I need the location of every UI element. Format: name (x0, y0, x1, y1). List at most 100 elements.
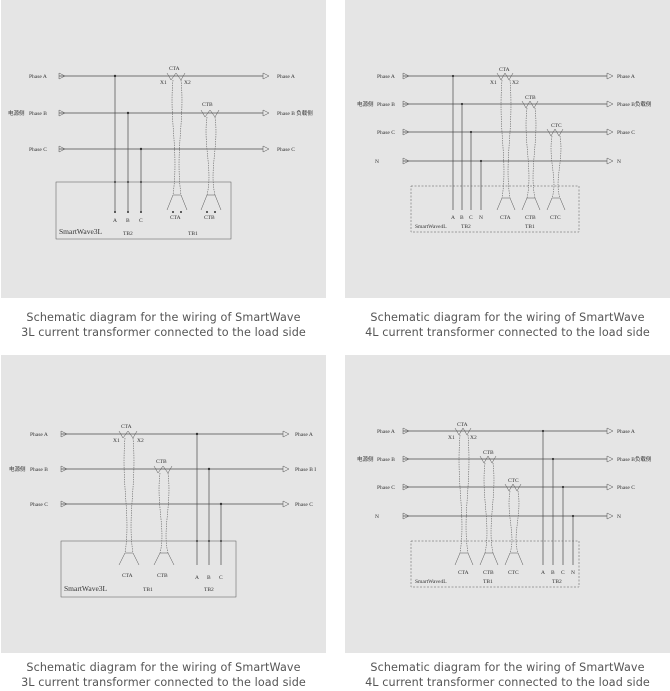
cta-bottom-label: CTA (458, 570, 469, 576)
ctc-bottom-label: CTC (550, 215, 561, 221)
ctb-top-label: CTB (202, 102, 213, 108)
terminal-a: A (113, 218, 117, 224)
phase-a-left-label: Phase A (30, 432, 48, 438)
cta-bottom-label: CTA (170, 215, 181, 221)
phase-b-left-label: Phase B (30, 467, 48, 473)
caption-2: Schematic diagram for the wiring of Smar… (345, 310, 670, 340)
wiring-diagram-4l-load-side: Phase A 电源侧 Phase B Phase C N Phase A Ph… (357, 67, 652, 233)
phase-a-right-label: Phase A (617, 429, 635, 435)
neutral-right-label: N (617, 514, 621, 520)
phase-b-right-label: Phase B负载侧 (617, 455, 652, 463)
tb2-label: TB2 (552, 579, 562, 585)
phase-b-left-label: Phase B (377, 102, 395, 108)
terminal-a: A (541, 570, 545, 576)
phase-a-right-label: Phase A (295, 432, 313, 438)
diagram-panel-3: Phase A 电源侧 Phase B Phase C Phase A Phas… (1, 355, 326, 653)
ctb-top-label: CTB (525, 95, 536, 101)
ctb-top-label: CTB (483, 450, 494, 456)
phase-b-right-label: Phase B负载侧 (617, 100, 652, 108)
phase-c-left-label: Phase C (377, 485, 395, 491)
tb2-label: TB2 (123, 231, 133, 237)
x1-label: X1 (448, 435, 455, 441)
phase-b-right-label: Phase B 负载侧 (277, 109, 313, 117)
device-box-label: SmartWave4L (415, 224, 447, 230)
x1-label: X1 (113, 438, 120, 444)
tb1-label: TB1 (188, 231, 198, 237)
x2-label: X2 (137, 438, 144, 444)
neutral-left-label: N (375, 514, 379, 520)
source-side-label: 电源侧 (8, 109, 25, 117)
phase-c-right-label: Phase C (617, 485, 635, 491)
phase-b-left-label: Phase B (29, 111, 47, 117)
ctb-bottom-label: CTB (483, 570, 494, 576)
tb1-label: TB1 (143, 587, 153, 593)
device-box-label: SmartWave3L (59, 227, 103, 236)
cta-bottom-label: CTA (122, 573, 133, 579)
x1-label: X1 (490, 80, 497, 86)
phase-lines (58, 72, 270, 153)
ctc-bottom-label: CTC (508, 570, 519, 576)
caption-2-line-2: 4L current transformer connected to the … (365, 326, 650, 339)
phase-a-right-label: Phase A (277, 74, 295, 80)
caption-2-line-1: Schematic diagram for the wiring of Smar… (370, 311, 645, 324)
ctb-bottom-label: CTB (157, 573, 168, 579)
terminal-b: B (126, 218, 130, 224)
terminal-c: C (469, 215, 473, 221)
diagram-panel-1: Phase A 电源侧 Phase B Phase C Phase A Phas… (1, 0, 326, 298)
phase-c-left-label: Phase C (29, 147, 47, 153)
phase-c-left-label: Phase C (377, 130, 395, 136)
phase-a-left-label: Phase A (377, 74, 395, 80)
ctb-top-label: CTB (156, 459, 167, 465)
neutral-left-label: N (375, 159, 379, 165)
device-box-label: SmartWave3L (64, 584, 108, 593)
phase-c-right-label: Phase C (295, 502, 313, 508)
terminal-c: C (561, 570, 565, 576)
device-box-label: SmartWave4L (415, 579, 447, 585)
terminal-b: B (551, 570, 555, 576)
x2-label: X2 (470, 435, 477, 441)
ctc-top-label: CTC (551, 123, 562, 129)
cta-top-label: CTA (499, 67, 510, 73)
caption-3-line-1: Schematic diagram for the wiring of Smar… (26, 661, 301, 674)
phase-c-left-label: Phase C (30, 502, 48, 508)
wiring-diagram-3l-load-side-alt: Phase A 电源侧 Phase B Phase C Phase A Phas… (9, 424, 316, 598)
phase-a-left-label: Phase A (377, 429, 395, 435)
tb2-label: TB2 (461, 224, 471, 230)
terminal-a: A (195, 575, 199, 581)
ctb-bottom-label: CTB (204, 215, 215, 221)
caption-3: Schematic diagram for the wiring of Smar… (1, 660, 326, 690)
caption-4-line-2: 4L current transformer connected to the … (365, 676, 650, 689)
diagram-panel-4: Phase A 电源侧 Phase B Phase C N Phase A Ph… (345, 355, 670, 653)
caption-3-line-2: 3L current transformer connected to the … (21, 676, 306, 689)
phase-c-right-label: Phase C (277, 147, 295, 153)
ctb-bottom-label: CTB (525, 215, 536, 221)
caption-4: Schematic diagram for the wiring of Smar… (345, 660, 670, 690)
phase-a-left-label: Phase A (29, 74, 47, 80)
phase-b-left-label: Phase B (377, 457, 395, 463)
terminal-c: C (219, 575, 223, 581)
source-side-label: 电源侧 (9, 465, 26, 473)
caption-1-line-1: Schematic diagram for the wiring of Smar… (26, 311, 301, 324)
terminal-n: N (571, 570, 575, 576)
x1-label: X1 (160, 80, 167, 86)
wiring-diagram-4l-load-side-alt: Phase A 电源侧 Phase B Phase C N Phase A Ph… (357, 422, 652, 588)
phase-a-right-label: Phase A (617, 74, 635, 80)
neutral-right-label: N (617, 159, 621, 165)
terminal-a: A (451, 215, 455, 221)
terminal-c: C (139, 218, 143, 224)
caption-1-line-2: 3L current transformer connected to the … (21, 326, 306, 339)
tb1-label: TB1 (525, 224, 535, 230)
terminal-n: N (479, 215, 483, 221)
phase-b-right-label: Phase B I (295, 467, 316, 473)
phase-c-right-label: Phase C (617, 130, 635, 136)
tb1-label: TB1 (483, 579, 493, 585)
caption-1: Schematic diagram for the wiring of Smar… (1, 310, 326, 340)
source-side-label: 电源侧 (357, 100, 374, 108)
tb2-label: TB2 (204, 587, 214, 593)
diagram-panel-2: Phase A 电源侧 Phase B Phase C N Phase A Ph… (345, 0, 670, 298)
caption-4-line-1: Schematic diagram for the wiring of Smar… (370, 661, 645, 674)
terminal-b: B (207, 575, 211, 581)
ctc-top-label: CTC (508, 478, 519, 484)
cta-top-label: CTA (457, 422, 468, 428)
x2-label: X2 (512, 80, 519, 86)
